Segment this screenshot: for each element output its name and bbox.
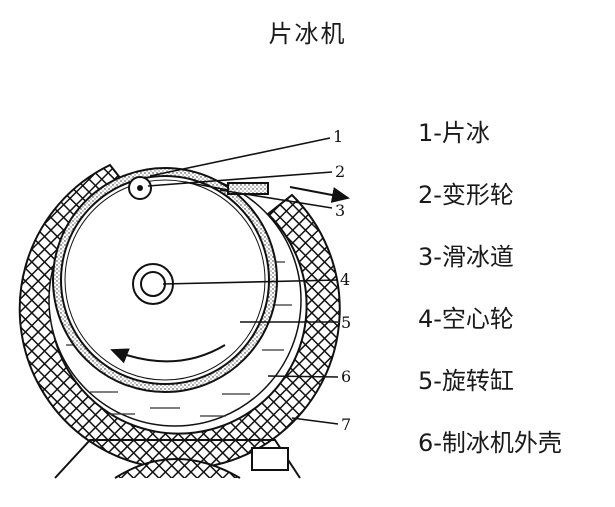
- callout-numbers: 1 2 3 4 5 6 7: [333, 127, 351, 434]
- callout-3: 3: [335, 201, 345, 220]
- outer-housing-insulation: [18, 163, 341, 471]
- discharge-arrow: [289, 186, 350, 203]
- legend-item-5: 5-旋转缸: [418, 367, 514, 395]
- callout-6: 6: [341, 367, 351, 386]
- rotation-arrow: [110, 344, 226, 364]
- legend-item-6: 6-制冰机外壳: [418, 429, 562, 457]
- legend-item-4: 4-空心轮: [418, 305, 514, 333]
- leader-lines: [147, 137, 339, 425]
- callout-7: 7: [341, 415, 351, 434]
- callout-1: 1: [333, 127, 343, 146]
- diagram-title: 片冰机: [268, 20, 347, 48]
- deformation-roller: [128, 176, 152, 200]
- callout-2: 2: [335, 162, 345, 181]
- hollow-hub: [132, 263, 174, 305]
- legend-item-3: 3-滑冰道: [418, 243, 514, 271]
- legend-item-1: 1-片冰: [418, 119, 490, 147]
- legend-item-2: 2-变形轮: [418, 181, 514, 209]
- callout-4: 4: [340, 270, 350, 289]
- callout-5: 5: [341, 313, 351, 332]
- parts-legend: 1-片冰 2-变形轮 3-滑冰道 4-空心轮 5-旋转缸 6-制冰机外壳: [418, 102, 562, 474]
- base-support: [54, 439, 301, 479]
